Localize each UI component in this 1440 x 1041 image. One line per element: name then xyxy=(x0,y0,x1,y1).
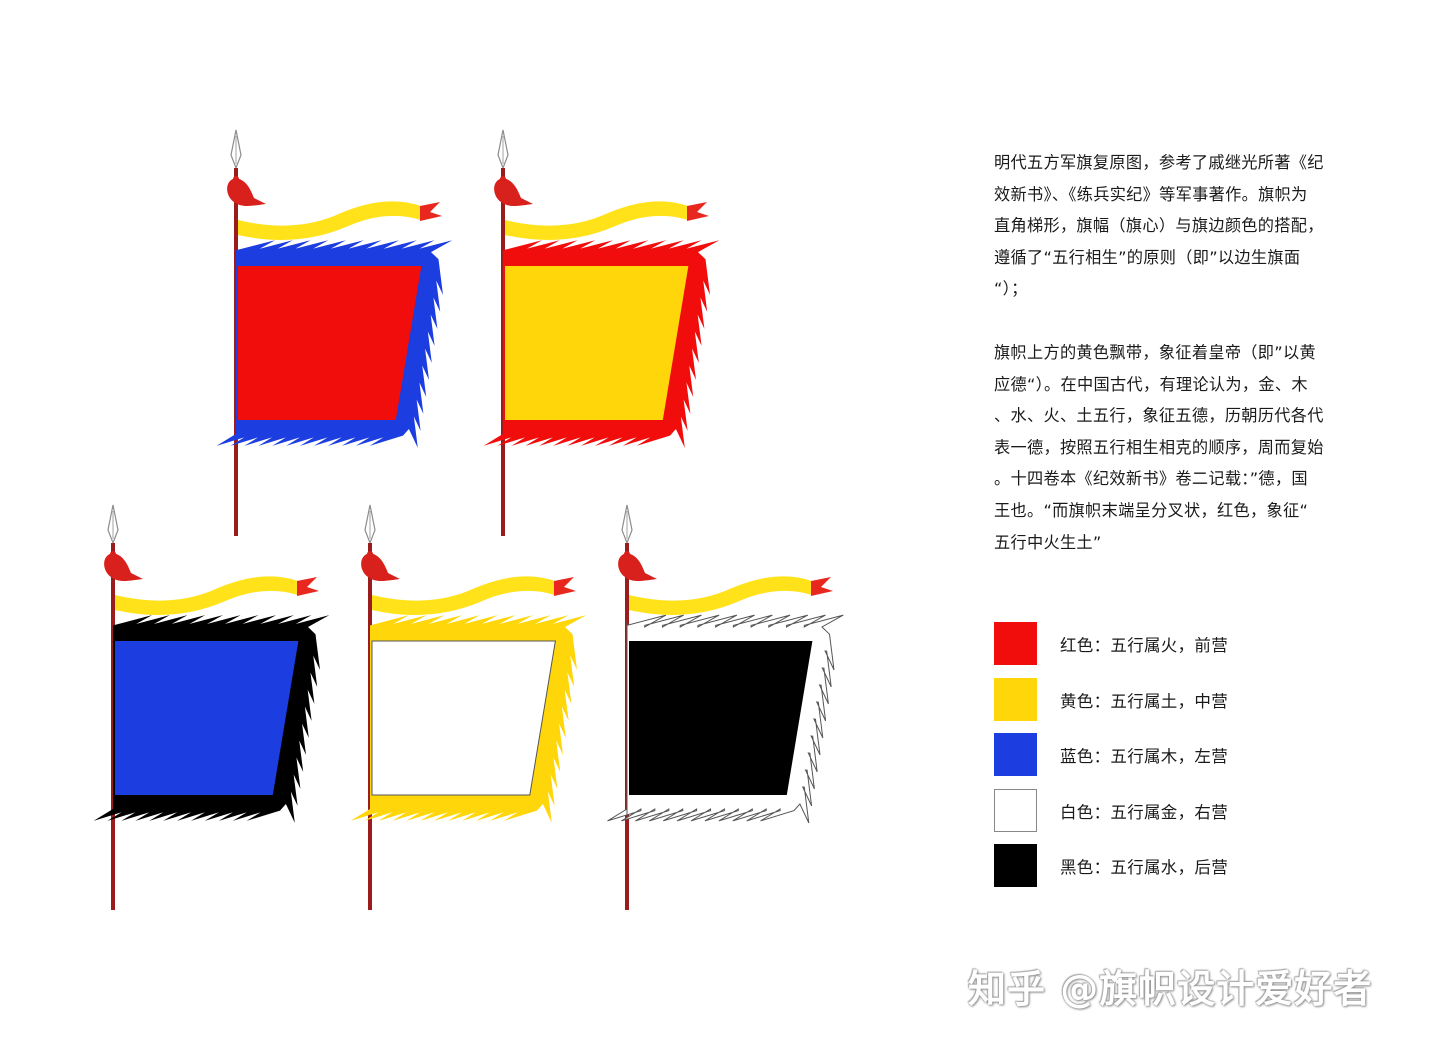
red-tassel-icon xyxy=(494,178,533,206)
legend-label-black: 黑色：五行属水，后营 xyxy=(1060,858,1228,877)
legend-label-white: 白色：五行属金，右营 xyxy=(1060,803,1228,822)
legend-label-blue: 蓝色：五行属木，左营 xyxy=(1060,747,1228,766)
legend-label-yellow: 黄色：五行属土，中营 xyxy=(1060,692,1228,711)
legend-item-white: 白色：五行属金，右营 xyxy=(994,789,1354,833)
blue-field-flag xyxy=(93,504,330,910)
black-field-flag xyxy=(607,504,844,910)
flag-field xyxy=(505,266,689,420)
yellow-streamer xyxy=(238,201,421,240)
tassel-knot xyxy=(233,176,239,182)
legend-swatch-red xyxy=(994,622,1037,665)
streamer-fork-tail xyxy=(687,202,709,221)
legend-swatch-white xyxy=(994,789,1037,832)
flag-field xyxy=(115,641,299,795)
legend-label-red: 红色：五行属火，前营 xyxy=(1060,636,1228,655)
description-paragraph-2: 旗帜上方的黄色飘带，象征着皇帝（即”以黄 应德“）。在中国古代，有理论认为，金、… xyxy=(994,343,1324,552)
tassel-knot xyxy=(110,551,116,557)
tassel-knot xyxy=(624,551,630,557)
red-tassel-icon xyxy=(104,553,143,581)
flag-field xyxy=(371,640,556,796)
flag-field xyxy=(238,266,422,420)
legend-item-red: 红色：五行属火，前营 xyxy=(994,622,1354,666)
streamer-fork-tail xyxy=(554,577,576,596)
flags-illustration xyxy=(93,129,844,910)
streamer-fork-tail xyxy=(420,202,442,221)
legend-item-yellow: 黄色：五行属土，中营 xyxy=(994,678,1354,722)
description-paragraph-1: 明代五方军旗复原图，参考了戚继光所著《纪 效新书》、《练兵实纪》等军事著作。旗帜… xyxy=(994,153,1324,299)
red-tassel-icon xyxy=(618,553,657,581)
red-tassel-icon xyxy=(227,178,266,206)
legend-swatch-blue xyxy=(994,733,1037,776)
streamer-fork-tail xyxy=(297,577,319,596)
yellow-streamer xyxy=(629,576,812,615)
yellow-streamer xyxy=(115,576,298,615)
tassel-knot xyxy=(500,176,506,182)
legend-swatch-yellow xyxy=(994,678,1037,721)
watermark: 知乎 @旗帜设计爱好者 xyxy=(968,967,1373,1011)
tassel-knot xyxy=(367,551,373,557)
red-field-flag xyxy=(216,129,453,536)
white-field-flag xyxy=(350,504,587,910)
streamer-fork-tail xyxy=(811,577,833,596)
legend-swatch-black xyxy=(994,844,1037,887)
red-tassel-icon xyxy=(361,553,400,581)
yellow-field-flag xyxy=(483,129,720,536)
legend-item-black: 黑色：五行属水，后营 xyxy=(994,844,1354,888)
yellow-streamer xyxy=(505,201,688,240)
legend-item-blue: 蓝色：五行属木，左营 xyxy=(994,733,1354,777)
flag-field xyxy=(629,641,813,795)
yellow-streamer xyxy=(372,576,555,615)
